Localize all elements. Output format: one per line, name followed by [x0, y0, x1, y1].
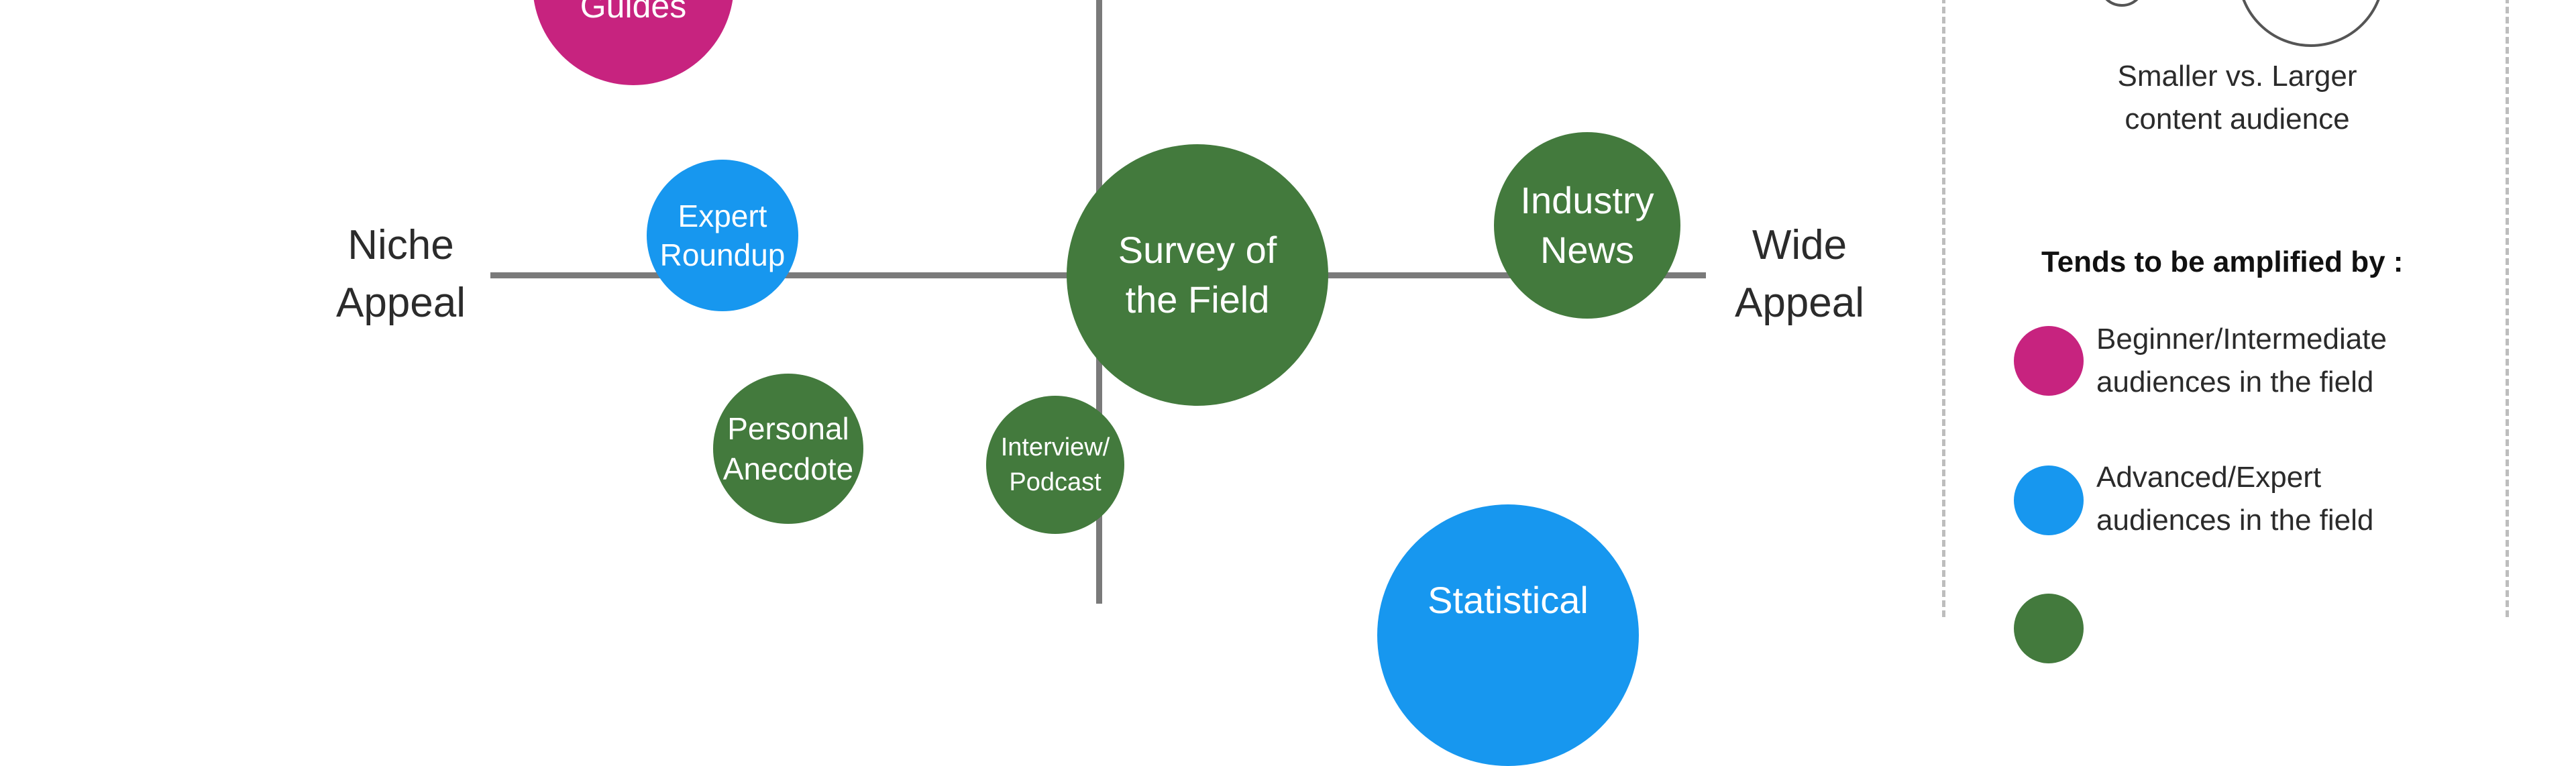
- legend-beginner-dot-icon: [2014, 326, 2084, 396]
- niche-appeal-label-line-1: Niche: [347, 222, 454, 268]
- wide-appeal-label-line-1: Wide: [1752, 222, 1847, 268]
- legend-heading: Tends to be amplified by :: [2041, 245, 2404, 278]
- legend-advanced-text: Advanced/Expert audiences in the field: [2096, 456, 2472, 542]
- legend-advanced-dot-icon: [2014, 466, 2084, 535]
- bubble-guides-line-1: Guides: [580, 0, 687, 25]
- bubble-guides: Guides: [533, 0, 734, 85]
- legend-size-caption-line-2: content audience: [2125, 103, 2350, 135]
- bubble-survey-of-the-field: Survey of the Field: [1067, 144, 1328, 406]
- bubble-statistical-line-1: Statistical: [1428, 579, 1589, 621]
- wide-appeal-label: Wide Appeal: [1717, 217, 1882, 332]
- bubble-industry-news: Industry News: [1494, 132, 1680, 319]
- bubble-expert-roundup-line-2: Roundup: [659, 237, 786, 272]
- legend-green-dot-icon: [2014, 594, 2084, 663]
- bubble-interview-podcast-line-2: Podcast: [1009, 468, 1102, 496]
- bubble-personal-anecdote: Personal Anecdote: [713, 374, 863, 524]
- bubble-survey-line-2: the Field: [1125, 278, 1270, 321]
- content-positioning-diagram: Niche Appeal Wide Appeal Guides Expert R…: [322, 0, 2509, 766]
- bubble-survey-line-1: Survey of: [1118, 229, 1277, 271]
- legend-advanced-line-2: audiences in the field: [2096, 504, 2374, 537]
- legend-beginner-line-2: audiences in the field: [2096, 366, 2374, 398]
- bubble-industry-news-line-2: News: [1540, 229, 1634, 271]
- legend-beginner-text: Beginner/Intermediate audiences in the f…: [2096, 318, 2472, 404]
- bubble-interview-podcast-line-1: Interview/: [1000, 433, 1110, 461]
- legend-advanced-line-1: Advanced/Expert: [2096, 461, 2322, 494]
- bubble-interview-podcast: Interview/ Podcast: [986, 396, 1124, 534]
- legend-size-caption: Smaller vs. Larger content audience: [2066, 55, 2408, 141]
- legend-panel: [1942, 0, 2509, 617]
- bubble-expert-roundup-line-1: Expert: [678, 199, 767, 233]
- bubble-statistical: Statistical: [1377, 504, 1639, 766]
- bubble-personal-anecdote-line-1: Personal: [727, 411, 849, 446]
- legend-size-caption-line-1: Smaller vs. Larger: [2117, 60, 2357, 93]
- wide-appeal-label-line-2: Appeal: [1734, 280, 1865, 326]
- niche-appeal-label: Niche Appeal: [322, 217, 480, 332]
- niche-appeal-label-line-2: Appeal: [335, 280, 466, 326]
- bubble-industry-news-line-1: Industry: [1520, 179, 1654, 221]
- bubble-expert-roundup: Expert Roundup: [647, 160, 798, 311]
- bubble-personal-anecdote-line-2: Anecdote: [722, 451, 854, 486]
- legend-beginner-line-1: Beginner/Intermediate: [2096, 323, 2387, 355]
